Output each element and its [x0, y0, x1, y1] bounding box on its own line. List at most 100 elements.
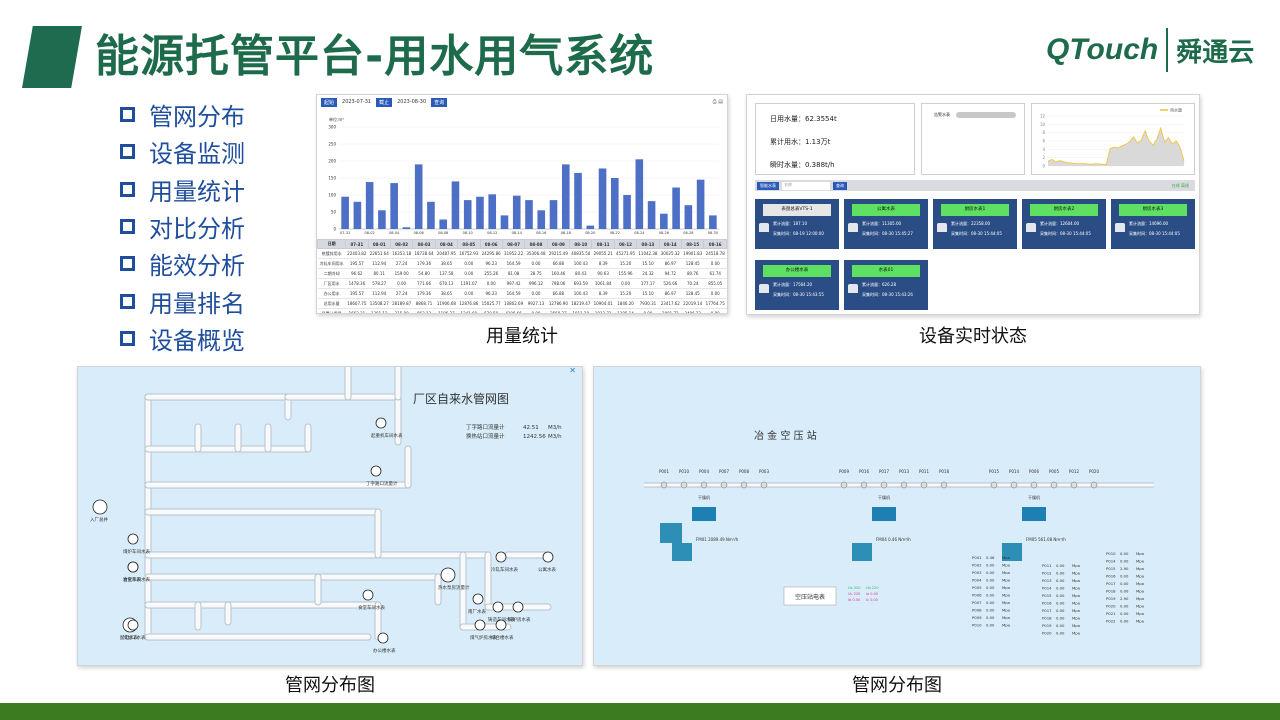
pressure-value: 0.00 [986, 615, 995, 620]
pressure-unit: Mpa [1136, 611, 1144, 616]
pressure-value: 0.00 [1056, 601, 1065, 606]
x-tick-label: 08-24 [634, 231, 645, 235]
pressure-point-label: P005 [1049, 469, 1060, 474]
table-cell: 40835.50 [569, 248, 592, 259]
meter-card-flow: 累计流量：626.28 [862, 282, 896, 287]
pressure-name: P017 [1106, 581, 1116, 586]
table-cell: 12876.86 [457, 298, 480, 309]
pressure-name: P005 [972, 585, 982, 590]
feature-item: 设备概览 [120, 320, 245, 357]
meter-type-button[interactable]: 智能水表 [757, 181, 779, 190]
table-cell: 578.27 [368, 278, 391, 289]
pressure-unit: Mpa [1136, 589, 1144, 594]
table-cell: 66.88 [547, 288, 570, 299]
water-meter-icon [848, 284, 858, 293]
table-cell: 17764.75 [703, 298, 727, 309]
trend-y-tick: 4 [1042, 147, 1045, 152]
table-header-cell: 08-06 [479, 239, 503, 249]
table-cell: 0.00 [614, 278, 637, 289]
meter-reading: Ua 220 [848, 586, 861, 590]
table-header-cell: 日期 [317, 239, 347, 249]
table-header-cell: 08-05 [457, 239, 481, 249]
usage-caption: 用量统计 [486, 326, 558, 347]
pressure-point-label: P011 [919, 469, 930, 474]
feature-item: 用量统计 [120, 171, 245, 208]
reading-label: 丁字路口流量计 [466, 423, 505, 431]
pressure-name: P014 [1106, 559, 1116, 564]
pressure-value: 0.00 [1120, 619, 1129, 624]
usage-bar [647, 201, 656, 229]
pressure-point-label: P017 [879, 469, 890, 474]
compressor-icon [852, 543, 872, 561]
meter-label: 起重机车间水表 [371, 432, 403, 439]
usage-bar [353, 201, 362, 229]
realtime-caption: 设备实时状态 [919, 326, 1027, 347]
pressure-unit: Mpa [1002, 555, 1010, 560]
x-tick-label: 08-08 [438, 231, 448, 235]
export-icons[interactable]: ⎙ ▤ [712, 99, 723, 105]
table-cell: 137.58 [435, 268, 458, 279]
water-meter-icon [848, 223, 858, 232]
meter-card-time: 采集时间：08-19 12:00:00 [773, 231, 824, 236]
water-meter-icon [1026, 223, 1036, 232]
pressure-unit: Mpa [1136, 551, 1144, 556]
pressure-point-icon [1010, 481, 1018, 489]
feature-item: 能效分析 [120, 245, 245, 282]
feature-label: 用量统计 [149, 177, 245, 206]
pipe-right-caption: 管网分布图 [852, 675, 942, 696]
usage-bar [635, 159, 644, 229]
alarm-box: 告警水表 [921, 103, 1025, 175]
end-date-button[interactable]: 截止 [376, 97, 393, 107]
pressure-value: 0.00 [986, 600, 995, 605]
table-header-cell: 07-31 [345, 239, 369, 249]
y-tick-label: 300 [328, 125, 336, 130]
pressure-value: 0.00 [1120, 611, 1129, 616]
water-meter-icon [472, 593, 484, 605]
water-meter-icon [495, 551, 507, 563]
usage-bar [623, 195, 631, 229]
air-station-title: 冶 金 空 压 站 [754, 429, 817, 442]
end-date-field[interactable]: 2023-08-30 [397, 99, 427, 105]
pressure-name: P019 [1106, 596, 1116, 601]
table-header-cell: 08-04 [434, 239, 459, 249]
pressure-value: 0.00 [1056, 563, 1065, 568]
pressure-point-label: P008 [739, 469, 750, 474]
query-button[interactable]: 查询 [431, 97, 448, 107]
meter-label: 食堂车间水表 [358, 604, 385, 611]
meter-label: 综合楼水表 [491, 634, 514, 641]
pressure-name: P015 [1042, 593, 1052, 598]
meter-card-flow: 累计流量：14696.00 [1129, 221, 1169, 226]
start-date-field[interactable]: 2023-07-31 [342, 99, 372, 105]
x-tick-label: 08-10 [463, 231, 473, 235]
table-cell: 31952.22 [502, 248, 525, 259]
table-cell: 20487.95 [435, 248, 458, 259]
summary-label: 累计用水 [770, 138, 798, 146]
summary-value: 0.388t/h [805, 161, 835, 169]
meter-label: 冶金车间水表 [123, 576, 150, 583]
table-cell: 855.05 [703, 278, 727, 289]
start-date-button[interactable]: 起始 [321, 97, 338, 107]
dryer-label: 干燥机 [878, 494, 890, 500]
meter-label: 热水泵房流量计 [438, 584, 470, 591]
meter-reading: Ia 0.00 [866, 592, 878, 596]
meter-query-button[interactable]: 查询 [833, 181, 847, 190]
table-header-cell: 08-02 [389, 239, 414, 249]
pressure-name: P001 [972, 555, 982, 560]
table-cell: 94.72 [659, 268, 682, 279]
meter-name-input[interactable]: 名称 [782, 181, 830, 190]
water-meter-icon [377, 632, 389, 644]
meter-card-flow: 累计流量：11305.00 [862, 221, 902, 226]
